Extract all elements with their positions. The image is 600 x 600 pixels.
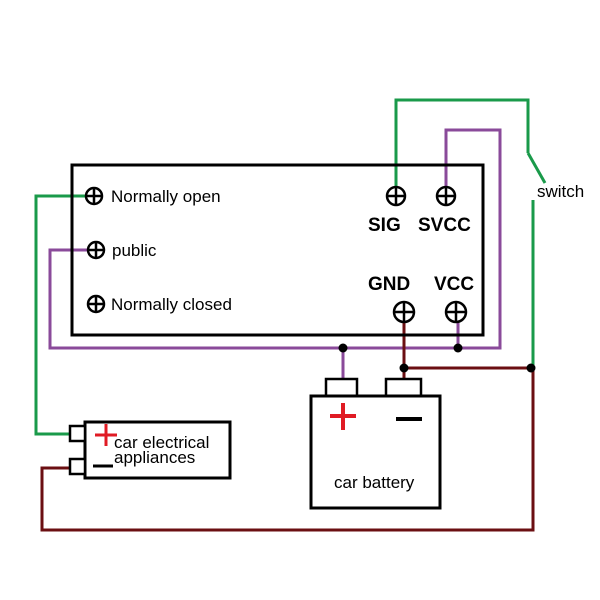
wire-normally-open bbox=[34, 194, 87, 436]
pin-gnd-icon bbox=[392, 300, 416, 324]
junction-dot bbox=[399, 363, 409, 373]
label-normally-open: Normally open bbox=[111, 187, 221, 206]
wire-negative-bus bbox=[40, 366, 535, 532]
terminal-public-icon bbox=[86, 240, 106, 260]
label-vcc: VCC bbox=[434, 274, 474, 295]
appliance-terminal-plus bbox=[68, 424, 87, 443]
wire-public bbox=[48, 248, 458, 350]
appliance-label-line1: car electrical bbox=[114, 433, 209, 452]
label-svcc: SVCC bbox=[418, 215, 471, 236]
terminal-normally-open-icon bbox=[84, 186, 104, 206]
pin-sig-icon bbox=[385, 185, 407, 207]
appliance-label-line2: appliances bbox=[114, 448, 195, 467]
label-gnd: GND bbox=[368, 274, 410, 295]
terminal-normally-closed-icon bbox=[86, 294, 106, 314]
pin-vcc-icon bbox=[444, 300, 468, 324]
appliance-plus-icon bbox=[95, 424, 117, 446]
label-public: public bbox=[112, 241, 157, 260]
label-switch: switch bbox=[537, 182, 584, 201]
battery-label: car battery bbox=[334, 473, 415, 492]
switch-lever bbox=[526, 152, 547, 184]
junction-dot bbox=[453, 343, 463, 353]
label-sig: SIG bbox=[368, 215, 401, 236]
junction-dot bbox=[526, 363, 536, 373]
wire-svcc bbox=[444, 128, 502, 350]
wire-sig-to-switch bbox=[394, 98, 530, 190]
battery-terminal-plus bbox=[324, 377, 359, 399]
battery-plus-icon bbox=[330, 403, 356, 430]
junction-dot bbox=[338, 343, 348, 353]
battery-terminal-minus bbox=[384, 377, 423, 399]
pin-svcc-icon bbox=[435, 185, 457, 207]
appliance-terminal-minus bbox=[68, 457, 87, 476]
appliance-box bbox=[83, 420, 232, 480]
relay-module-box bbox=[70, 163, 485, 337]
label-normally-closed: Normally closed bbox=[111, 295, 232, 314]
